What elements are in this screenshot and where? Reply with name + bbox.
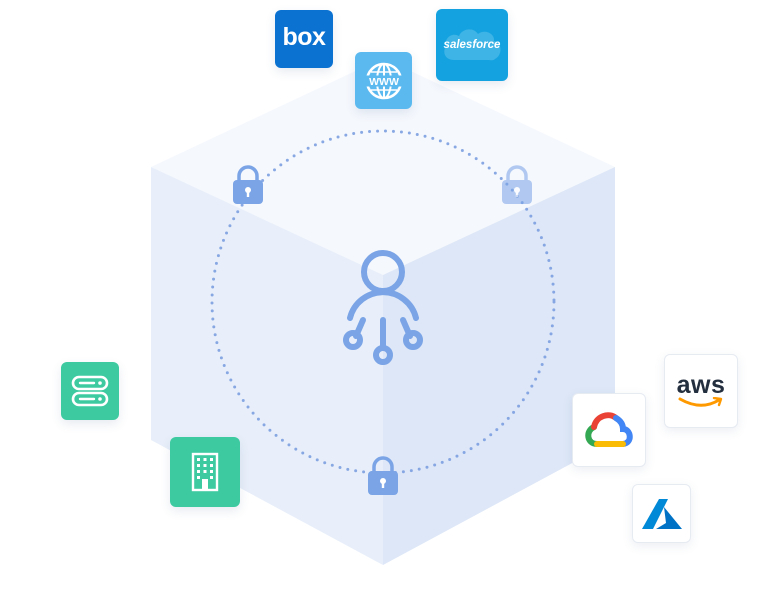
www-label: WWW [369,75,399,87]
user-network-icon [343,250,423,365]
server-rack-tile [61,362,119,420]
salesforce-logo: salesforce [436,9,508,81]
dotted-ring [210,129,556,475]
azure-icon [641,498,682,529]
office-building-icon [191,452,219,492]
google-cloud-logo [572,393,646,467]
google-cloud-icon [585,412,633,447]
aws-logo-text: aws [676,371,726,399]
cube-top-face [151,58,615,275]
lock-icon [233,165,263,204]
box-logo: box [275,10,333,68]
cloud-icon [444,29,501,61]
salesforce-logo-text: salesforce [443,39,501,51]
cube-right-face [383,167,615,565]
server-rack-icon [71,375,109,407]
aws-logo: aws [664,354,738,428]
box-logo-text: box [282,23,326,51]
globe-icon: WWW [364,62,403,99]
lock-icon [368,456,398,495]
aws-smile-icon [678,397,723,407]
lock-icon [502,165,532,204]
office-building-tile [170,437,240,507]
azure-logo [632,484,691,543]
www-tile: WWW [355,52,412,109]
